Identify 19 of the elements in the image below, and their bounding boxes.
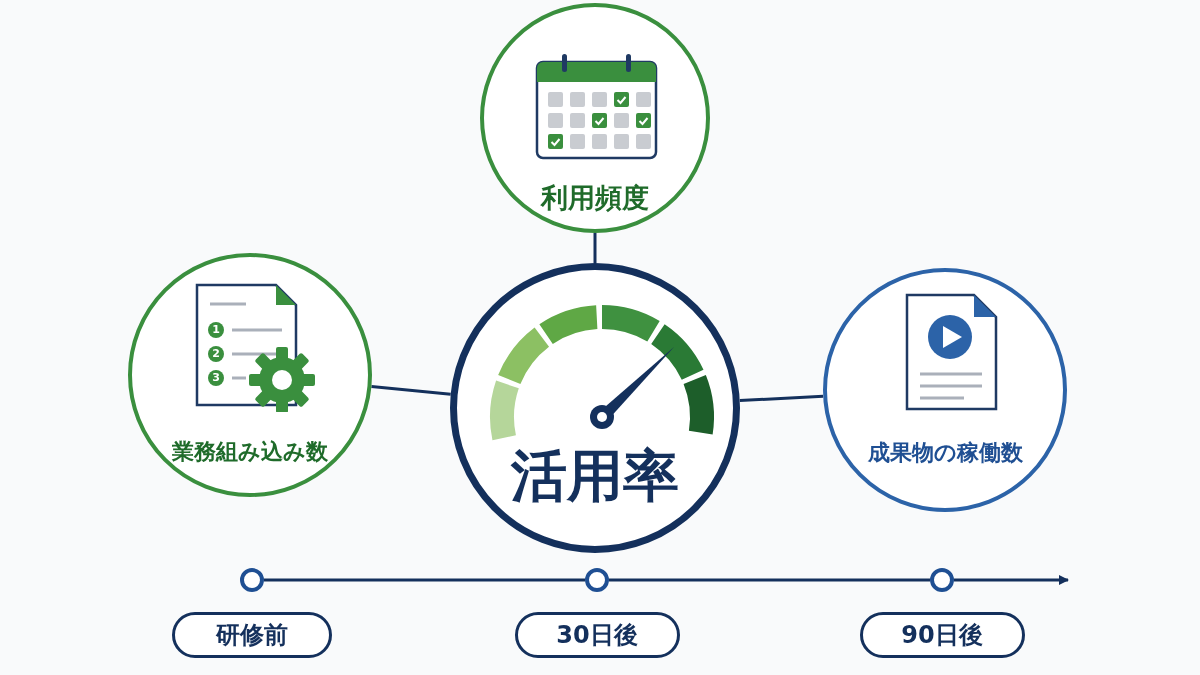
timeline-dot xyxy=(585,568,609,592)
connector-line xyxy=(371,385,451,396)
metric-label: 業務組み込み数 xyxy=(171,439,329,466)
period-pill: 30日後 xyxy=(514,612,680,658)
timeline-dot xyxy=(930,568,954,592)
metric-label: 利用頻度 xyxy=(539,182,650,215)
period-pill: 90日後 xyxy=(859,612,1025,658)
connector-line xyxy=(609,578,930,582)
metric-label: 成果物の稼働数 xyxy=(866,440,1024,467)
connector-line xyxy=(739,394,824,403)
step-number: 3 xyxy=(211,370,221,386)
timeline-dot xyxy=(240,568,264,592)
step-number: 1 xyxy=(211,322,221,338)
step-number: 2 xyxy=(211,346,221,362)
connector-line xyxy=(593,233,597,263)
metric-label: 活用率 xyxy=(509,442,680,510)
period-pill: 研修前 xyxy=(172,612,332,658)
arrow xyxy=(954,575,1069,585)
connector-line xyxy=(264,578,585,582)
